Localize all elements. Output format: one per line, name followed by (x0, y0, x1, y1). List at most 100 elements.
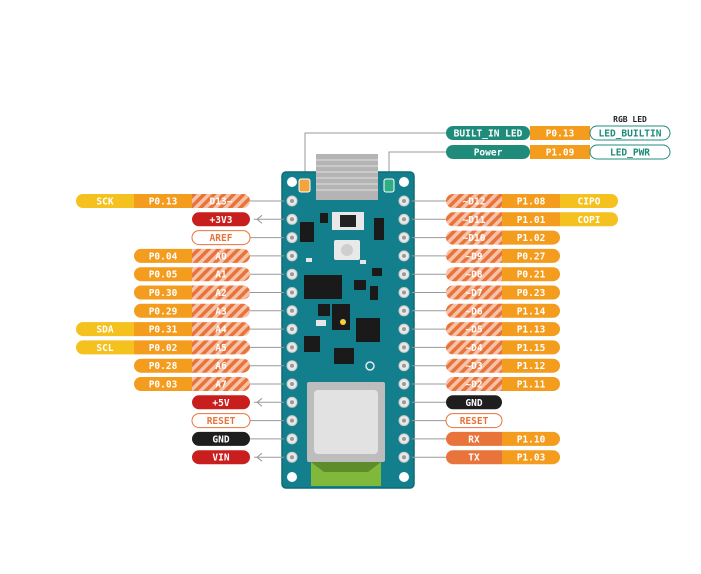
port-tag (502, 431, 560, 446)
pin-name: RX (468, 434, 480, 445)
pin-name-tag (192, 450, 250, 465)
pin-name: A4 (215, 325, 227, 336)
port-name: P0.27 (517, 251, 546, 262)
port-name: P0.13 (149, 197, 178, 208)
port-tag (502, 212, 560, 227)
pin-hole (402, 418, 406, 423)
port-name: P1.12 (517, 361, 546, 372)
function-tag (76, 194, 134, 208)
pin-name-tag (446, 303, 502, 318)
pin-name-tag (446, 230, 502, 245)
port-name: P0.29 (149, 306, 178, 317)
usb-connector (316, 154, 378, 200)
rgb-led-title: RGB LED (613, 115, 647, 124)
port-tag (502, 303, 560, 318)
pin-name: ~D2 (465, 380, 482, 391)
pin-hole (290, 382, 294, 386)
led-row-power: Power P1.09 LED_PWR (446, 144, 671, 160)
arrow-icon (256, 452, 263, 462)
left-pin-row: AREF (191, 230, 284, 246)
pin-name: RESET (207, 416, 236, 427)
pin-name-tag (446, 377, 502, 391)
pin-name: A1 (215, 270, 227, 281)
port-tag (502, 340, 560, 355)
pin-hole (402, 327, 406, 332)
pin-name: A7 (215, 380, 226, 391)
led-power-name: Power (474, 148, 503, 159)
pin-name-tag (446, 395, 502, 410)
right-pin-row: RESET (412, 413, 503, 429)
pin-name: RESET (460, 416, 489, 427)
function-tag (560, 212, 619, 227)
port-name: P0.02 (149, 343, 178, 354)
pin-name: A6 (215, 361, 227, 372)
port-name: P1.14 (517, 306, 546, 317)
pin-hole (402, 217, 406, 222)
port-tag (134, 377, 192, 391)
pin-name: GND (465, 398, 482, 409)
port-name: P0.21 (517, 270, 546, 281)
port-tag (134, 303, 192, 318)
port-tag (502, 377, 560, 391)
pin-name-tag (446, 285, 502, 300)
left-pin-pads (286, 195, 298, 463)
right-pin-pads (398, 195, 410, 463)
pin-hole (402, 400, 406, 405)
port-name: P0.04 (149, 251, 178, 262)
pin-hole (290, 308, 294, 313)
port-tag (134, 285, 192, 300)
left-pin-row: +5V (192, 395, 284, 410)
arrow-icon (256, 397, 263, 407)
function-name: SDA (96, 325, 113, 336)
pin-name: ~D10 (463, 233, 486, 244)
pin-name-tag (191, 413, 251, 429)
pin-name: VIN (212, 453, 229, 464)
pin-name-tag (192, 358, 250, 373)
port-tag (502, 267, 560, 282)
pin-name-tag (446, 358, 502, 373)
pin-name-tag (192, 248, 250, 263)
led-power-func: LED_PWR (610, 148, 650, 159)
pin-hole (402, 436, 406, 441)
builtin-led (298, 178, 311, 193)
pin-name-tag (192, 212, 250, 227)
port-tag (134, 194, 192, 208)
pin-name: TX (468, 453, 480, 464)
pin-name-tag (192, 285, 250, 300)
port-tag (502, 322, 560, 337)
pin-hole (402, 199, 406, 203)
pin-name-tag (192, 322, 250, 337)
pin-hole (290, 217, 294, 222)
pin-name: A2 (215, 288, 226, 299)
pin-hole (290, 327, 294, 332)
pin-name: ~D9 (465, 251, 482, 262)
power-led (383, 178, 395, 193)
pin-hole (402, 235, 406, 240)
pin-name-tag (446, 340, 502, 355)
pin-name-tag (446, 194, 502, 208)
pin-name-tag (192, 194, 250, 208)
pin-name-tag (192, 395, 250, 410)
pin-name-tag (446, 267, 502, 282)
function-name: SCL (96, 343, 113, 354)
port-tag (134, 340, 192, 355)
pin-hole (402, 382, 406, 386)
port-name: P1.01 (517, 215, 546, 226)
pin-name-tag (192, 303, 250, 318)
pin-name: D13~ (210, 197, 233, 208)
pin-hole (290, 235, 294, 240)
pin-name: A5 (215, 343, 227, 354)
port-tag (502, 248, 560, 263)
arrow-icon (256, 214, 263, 224)
